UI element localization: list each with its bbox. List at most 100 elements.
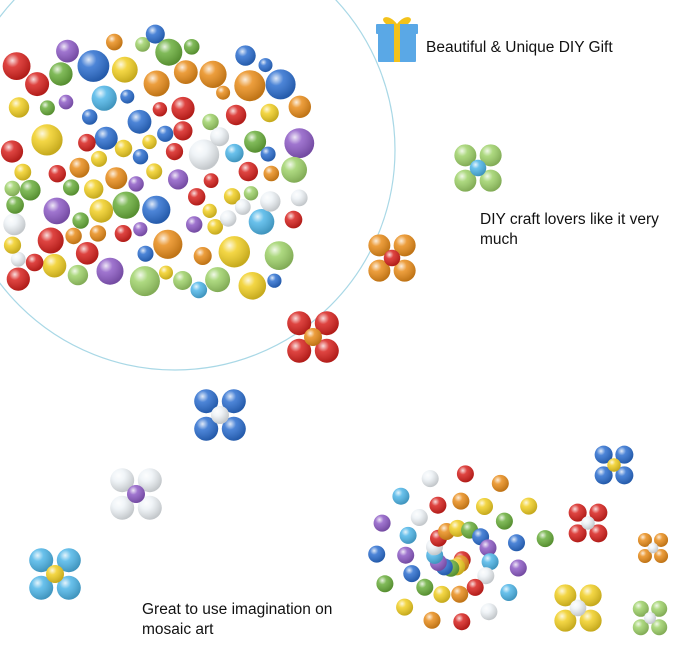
spiral-tile: [368, 545, 386, 563]
glass-tile: [234, 70, 266, 102]
flower-petal-tile: [568, 524, 587, 543]
glass-tile: [260, 191, 281, 212]
glass-tile: [112, 191, 140, 219]
flower-petal-tile: [594, 466, 613, 485]
spiral-tile: [433, 585, 451, 603]
flower-petal-tile: [110, 495, 135, 520]
glass-tile: [82, 109, 98, 125]
glass-tile: [65, 227, 82, 245]
glass-tile: [43, 197, 71, 225]
glass-tile: [132, 149, 149, 165]
flower-petal-tile: [194, 416, 219, 441]
flower-petal-tile: [368, 259, 391, 282]
glass-tile: [25, 72, 50, 97]
flower-petal-tile: [287, 311, 312, 336]
glass-tile: [89, 199, 114, 223]
glass-tile: [281, 156, 307, 183]
flower-petal-tile: [654, 532, 669, 547]
glass-tile: [290, 189, 308, 207]
glass-tile: [20, 179, 41, 201]
glass-tile: [127, 109, 152, 134]
glass-tile: [10, 251, 26, 267]
spiral-tile: [456, 465, 474, 483]
spiral-tile: [397, 546, 415, 564]
glass-tile: [188, 139, 220, 170]
glass-tile: [137, 245, 154, 262]
glass-tile: [25, 253, 44, 272]
spiral-tile: [476, 498, 493, 515]
spiral-tile: [536, 530, 554, 548]
glass-tile: [202, 203, 217, 218]
flower-petal-tile: [479, 144, 502, 167]
glass-tile: [114, 139, 133, 158]
glass-tile: [265, 69, 296, 100]
flower-center-tile: [581, 516, 595, 530]
glass-tile: [203, 173, 219, 189]
flower-petal-tile: [579, 609, 602, 632]
glass-tile: [63, 179, 80, 196]
glass-tile: [4, 180, 21, 197]
glass-tile: [190, 281, 208, 299]
glass-tile: [235, 45, 256, 66]
gift-box-icon: [376, 17, 418, 62]
glass-tile: [157, 125, 174, 142]
glass-tile: [77, 50, 110, 82]
flower-petal-tile: [589, 503, 608, 522]
flower-petal-tile: [651, 600, 668, 617]
glass-tile: [284, 128, 315, 159]
spiral-tile: [429, 496, 447, 514]
spiral-tile: [392, 487, 410, 505]
glass-tile: [58, 94, 74, 110]
glass-tile: [2, 52, 31, 80]
glass-tile: [105, 167, 128, 190]
glass-tile: [89, 225, 107, 242]
glass-tile: [67, 264, 89, 286]
glass-tile: [264, 241, 294, 270]
glass-tile: [69, 157, 90, 178]
glass-tile: [114, 225, 132, 242]
glass-tile: [260, 103, 279, 123]
flower-center-tile: [46, 565, 64, 583]
flower-arrangements: [29, 144, 669, 636]
glass-tile: [3, 236, 22, 254]
glass-tile: [142, 195, 171, 224]
glass-tile: [128, 176, 144, 192]
spiral-tile: [416, 578, 434, 596]
spiral-tile: [520, 497, 538, 515]
glass-tile: [238, 161, 258, 182]
glass-tile: [143, 70, 170, 97]
glass-tile: [48, 165, 66, 183]
flower-petal-tile: [632, 600, 649, 617]
glass-tile: [142, 134, 157, 150]
glass-tile: [165, 143, 184, 161]
flower-petal-tile: [29, 548, 54, 573]
flower-petal-tile: [29, 575, 54, 600]
spiral-mosaic-art: [368, 465, 554, 631]
glass-tile: [42, 253, 67, 278]
flower-petal-tile: [651, 619, 668, 636]
glass-tile: [188, 188, 206, 206]
glass-tile: [173, 121, 193, 141]
flower-petal-tile: [110, 468, 135, 493]
glass-tile: [91, 150, 107, 167]
flower-center-tile: [211, 406, 229, 424]
glass-tile: [8, 97, 30, 118]
glass-tile: [171, 96, 195, 121]
glass-tile: [56, 39, 79, 63]
flower-petal-tile: [56, 548, 81, 573]
spiral-tile: [421, 470, 439, 488]
glass-tile: [284, 210, 303, 229]
glass-tile: [186, 216, 203, 233]
mosaic-tile-heap: [0, 24, 315, 300]
flower-center-tile: [127, 485, 145, 503]
spiral-tile: [451, 585, 469, 603]
glass-tile: [225, 104, 247, 126]
spiral-tile: [423, 611, 441, 629]
spiral-tile: [481, 553, 499, 571]
spiral-tile: [495, 512, 513, 530]
glass-tile: [75, 242, 99, 265]
spiral-tile: [453, 613, 471, 631]
glass-tile: [0, 140, 24, 163]
flower-petal-tile: [221, 389, 246, 414]
flower-center-tile: [607, 458, 621, 472]
